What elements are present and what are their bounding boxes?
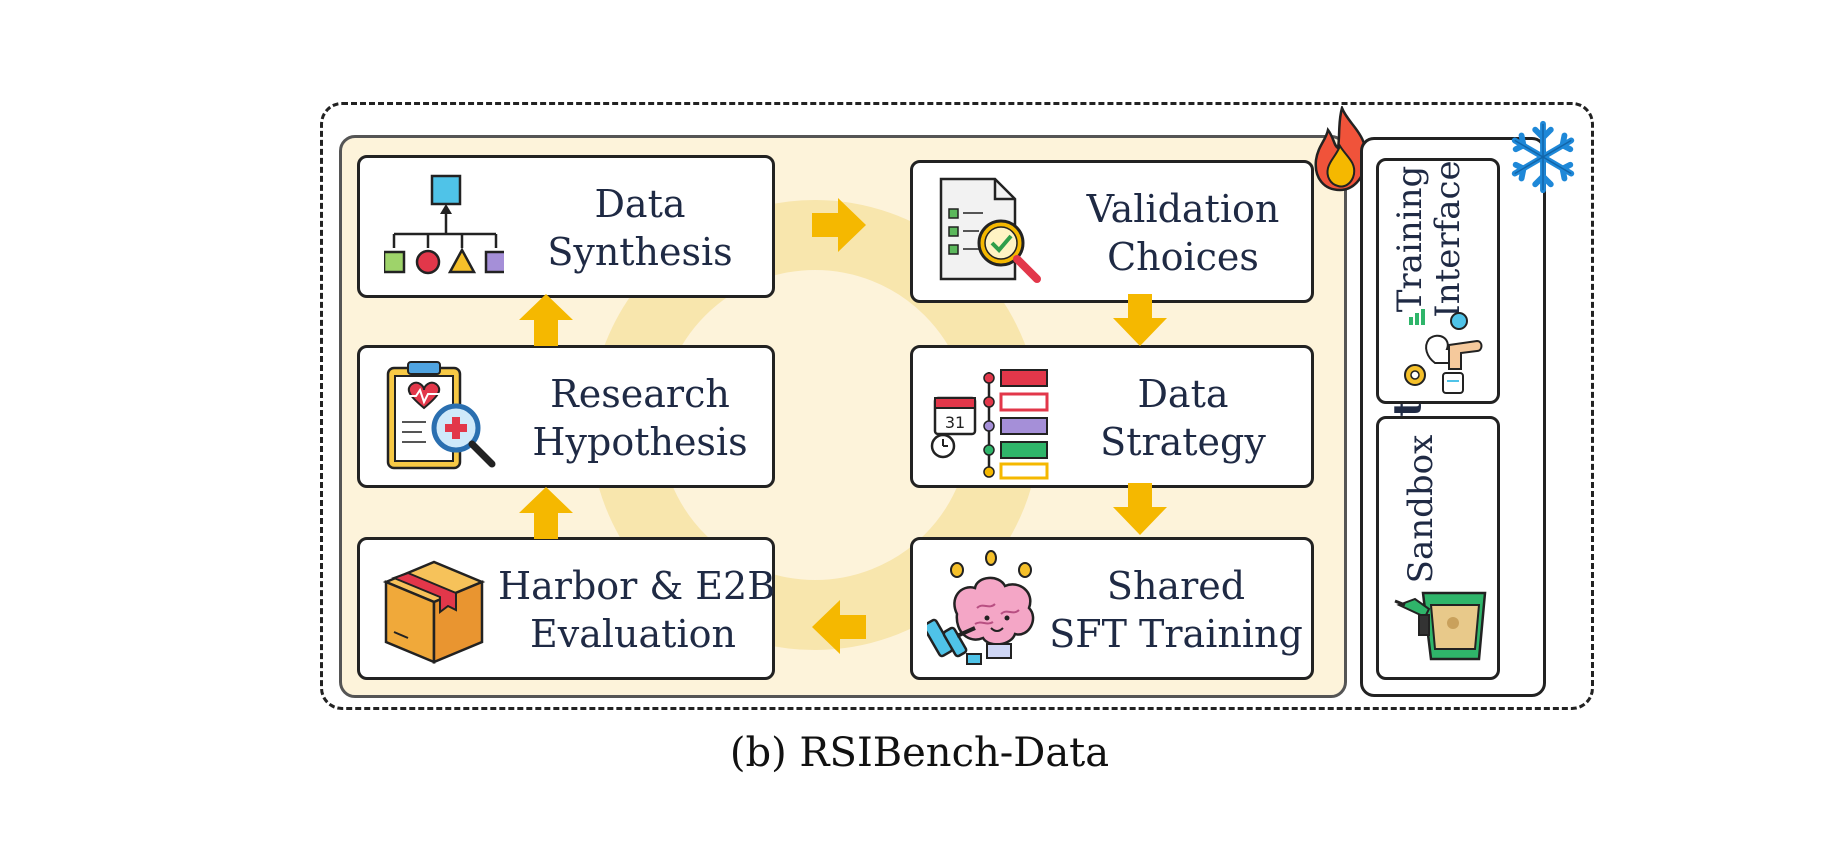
card-label: Shared SFT Training	[1041, 562, 1311, 658]
arrow-left-bottom	[812, 600, 866, 654]
snowflake-icon	[1511, 120, 1575, 194]
card-label-line2: Synthesis	[547, 230, 733, 274]
training-interface-line2: Interface	[1428, 160, 1468, 318]
card-label-line2: Evaluation	[530, 612, 736, 656]
card-label-line2: SFT Training	[1049, 612, 1303, 656]
card-sft-training: Shared SFT Training	[910, 537, 1314, 680]
hierarchy-icon	[384, 174, 504, 275]
validation-checklist-icon	[939, 177, 1041, 283]
timeline-plan-icon: 31	[930, 369, 1049, 480]
card-data-synthesis: Data Synthesis	[357, 155, 775, 298]
arrow-down-1	[1113, 294, 1167, 346]
card-evaluation: Harbor & E2B Evaluation	[357, 537, 775, 680]
svg-text:31: 31	[945, 413, 965, 432]
card-validation-choices: Validation Choices	[910, 160, 1314, 303]
arrow-up-2	[519, 294, 573, 346]
arrow-right-top	[812, 198, 866, 252]
card-label: Data Synthesis	[520, 180, 760, 276]
arrow-up-1	[519, 487, 573, 539]
card-label: Validation Choices	[1058, 185, 1308, 281]
gear-hand-icon	[1404, 309, 1483, 394]
card-label-line1: Harbor & E2B	[498, 564, 776, 608]
sandbox-box: Sandbox	[1376, 416, 1500, 680]
package-box-icon	[382, 560, 486, 664]
card-data-strategy: 31 Data Strategy	[910, 345, 1314, 488]
outer-dashed-frame	[320, 102, 1594, 710]
arrow-down-2	[1113, 483, 1167, 535]
card-label: Data Strategy	[1063, 370, 1303, 466]
card-label-line1: Research	[550, 372, 730, 416]
card-research-hypothesis: Research Hypothesis	[357, 345, 775, 488]
card-label-line1: Data	[594, 182, 686, 226]
medical-clipboard-icon	[386, 361, 496, 470]
training-interface-box: Training Interface	[1376, 158, 1500, 404]
sandbox-drill-icon	[1394, 591, 1487, 661]
training-interface-line1: Training	[1390, 165, 1430, 313]
card-label-line1: Data	[1137, 372, 1229, 416]
infrastructure-panel: Infrastructure Training Interface Sandbo…	[1360, 137, 1546, 697]
card-label-line2: Strategy	[1100, 420, 1266, 464]
card-label-line1: Shared	[1106, 564, 1246, 608]
brain-dumbbell-icon	[927, 550, 1035, 665]
sandbox-label: Sandbox	[1401, 434, 1441, 584]
card-label: Research Hypothesis	[520, 370, 760, 466]
card-label-line2: Hypothesis	[532, 420, 748, 464]
card-label-line2: Choices	[1107, 235, 1259, 279]
card-label: Harbor & E2B Evaluation	[498, 562, 776, 658]
training-interface-label: Training Interface	[1390, 159, 1468, 319]
figure-caption: (b) RSIBench-Data	[729, 730, 1110, 776]
card-label-line1: Validation	[1086, 187, 1280, 231]
